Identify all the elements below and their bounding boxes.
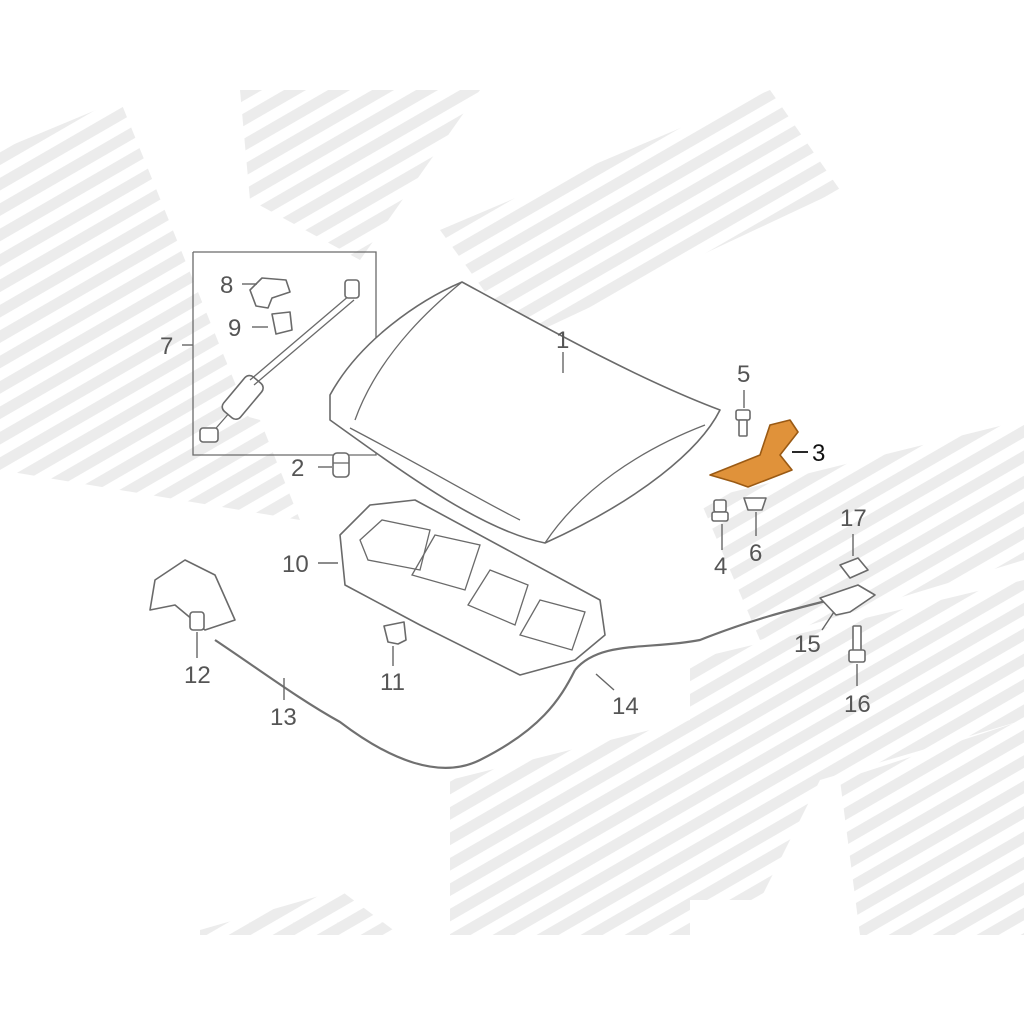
callout-6: 6 (749, 540, 762, 567)
callout-3: 3 (812, 440, 825, 467)
callout-2: 2 (291, 455, 304, 482)
leader-lines (182, 283, 858, 700)
bolt-part-5 (735, 409, 751, 437)
callout-labels: 1 2 3 4 5 6 7 8 9 10 11 12 13 14 15 16 1… (160, 272, 871, 731)
clip-part-11 (383, 621, 407, 645)
grommet-part-6 (743, 497, 767, 511)
callout-17: 17 (840, 505, 867, 532)
callout-8: 8 (220, 272, 233, 299)
hood-latch-part-12 (149, 559, 236, 631)
callout-14: 14 (612, 693, 639, 720)
callout-10: 10 (282, 551, 309, 578)
callout-5: 5 (737, 361, 750, 388)
bushing-part-9 (271, 311, 293, 335)
release-cable-part-13 (214, 639, 576, 769)
callout-11: 11 (380, 669, 405, 696)
bolt-part-16 (848, 625, 866, 663)
callout-7: 7 (160, 333, 173, 360)
callout-15: 15 (794, 631, 821, 658)
hood-insulator-part-10 (339, 499, 606, 676)
callout-1: 1 (556, 327, 569, 354)
watermark (0, 90, 1024, 935)
rubber-bumper-part-2 (332, 452, 350, 478)
hood-hinge-part-3 (709, 419, 799, 488)
hood-part-1 (329, 281, 721, 544)
bracket-clip-part-8 (249, 277, 291, 309)
nut-part-4 (711, 499, 729, 522)
callout-4: 4 (714, 553, 727, 580)
gas-strut-assembly-box (192, 251, 377, 456)
callout-9: 9 (228, 315, 241, 342)
callout-16: 16 (844, 691, 871, 718)
clip-part-17 (839, 557, 869, 579)
callout-13: 13 (270, 704, 297, 731)
callout-12: 12 (184, 662, 211, 689)
release-cable-part-14 (574, 598, 831, 671)
